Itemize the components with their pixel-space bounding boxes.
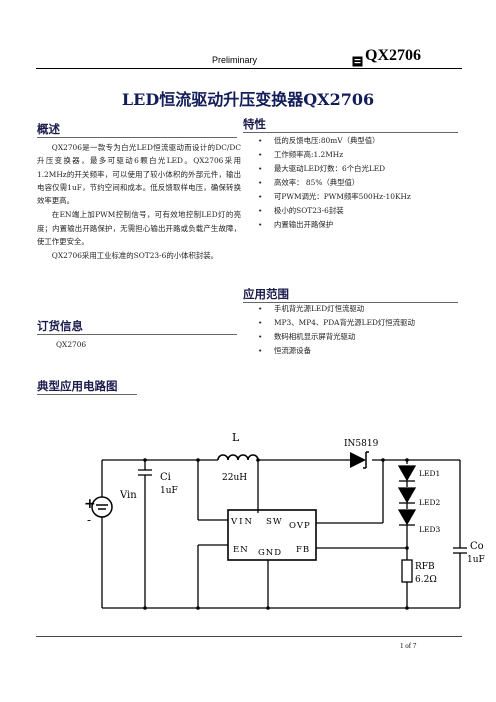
- overview-heading: 概述: [37, 122, 60, 136]
- ordering-part: QX2706: [56, 340, 87, 349]
- circuit-heading-divider: [37, 394, 137, 395]
- ordering-heading: 订货信息: [37, 319, 83, 333]
- page-number: 1 of 7: [400, 642, 417, 650]
- list-item: 极小的SOT23-6封装: [258, 204, 463, 218]
- pin-en: EN: [233, 545, 249, 555]
- list-item: 数码相机显示屏背光驱动: [258, 330, 463, 344]
- diode-label: IN5819: [344, 439, 379, 449]
- rfb-value: 6.2Ω: [415, 575, 437, 585]
- schottky-diode-icon: [350, 451, 369, 469]
- header-preliminary: Preliminary: [212, 55, 258, 65]
- features-divider: [243, 132, 458, 133]
- applications-list: 手机背光源LED灯恒流驱动 MP3、MP4、PDA背光源LED灯恒流驱动 数码相…: [258, 302, 463, 358]
- rfb-label: RFB: [415, 562, 435, 572]
- list-item: 手机背光源LED灯恒流驱动: [258, 302, 463, 316]
- header-part-number: QX2706: [365, 47, 421, 64]
- features-heading: 特性: [243, 117, 266, 131]
- vin-label: Vin: [119, 490, 137, 501]
- pin-fb: FB: [296, 545, 310, 555]
- overview-body: QX2706是一款专为白光LED恒流驱动而设计的DC/DC升压变换器，最多可驱动…: [37, 141, 241, 264]
- inductor-label: L: [232, 431, 240, 444]
- list-item: 高效率： 85%（典型值）: [258, 176, 463, 190]
- ci-label: Ci: [160, 472, 171, 483]
- co-label: Co: [470, 541, 484, 552]
- document-title: LED恒流驱动升压变换器QX2706: [121, 90, 375, 109]
- list-item: 内置输出开路保护: [258, 218, 463, 232]
- list-item: 工作频率高:1.2MHz: [258, 148, 463, 162]
- vin-minus: -: [87, 513, 91, 527]
- vin-plus: +: [84, 496, 96, 512]
- list-item: 可PWM调光：PWM频率500Hz-10KHz: [258, 190, 463, 204]
- list-item: MP3、MP4、PDA背光源LED灯恒流驱动: [258, 316, 463, 330]
- inductor-value: 22uH: [222, 473, 247, 483]
- list-item: 恒流源设备: [258, 344, 463, 358]
- led1-label: LED1: [419, 469, 440, 478]
- overview-divider: [37, 137, 237, 138]
- logo-icon: [352, 52, 363, 67]
- pin-gnd: GND: [258, 548, 282, 558]
- pin-ovp: OVP: [289, 521, 311, 531]
- co-value: 1uF: [467, 555, 485, 565]
- applications-heading: 应用范围: [243, 287, 289, 301]
- footer-divider: [36, 636, 462, 637]
- list-item: 最大驱动LED灯数：6个白光LED: [258, 162, 463, 176]
- header-divider: [36, 68, 462, 69]
- circuit-heading: 典型应用电路图: [37, 379, 118, 393]
- features-list: 低的反馈电压:80mV（典型值） 工作频率高:1.2MHz 最大驱动LED灯数：…: [258, 134, 463, 232]
- overview-paragraph: QX2706是一款专为白光LED恒流驱动而设计的DC/DC升压变换器，最多可驱动…: [37, 143, 241, 206]
- pin-sw: SW: [266, 517, 283, 527]
- overview-paragraph: QX2706采用工业标准的SOT23-6的小体积封装。: [51, 251, 219, 261]
- led3-label: LED3: [419, 525, 440, 534]
- pin-vin: VIN: [230, 517, 254, 527]
- led2-label: LED2: [419, 498, 440, 507]
- list-item: 低的反馈电压:80mV（典型值）: [258, 134, 463, 148]
- ordering-divider: [37, 334, 237, 335]
- overview-paragraph: 在EN端上加PWM控制信号，可有效地控制LED灯的亮度；内置输出开路保护，无需担…: [37, 210, 241, 247]
- ci-value: 1uF: [160, 486, 178, 496]
